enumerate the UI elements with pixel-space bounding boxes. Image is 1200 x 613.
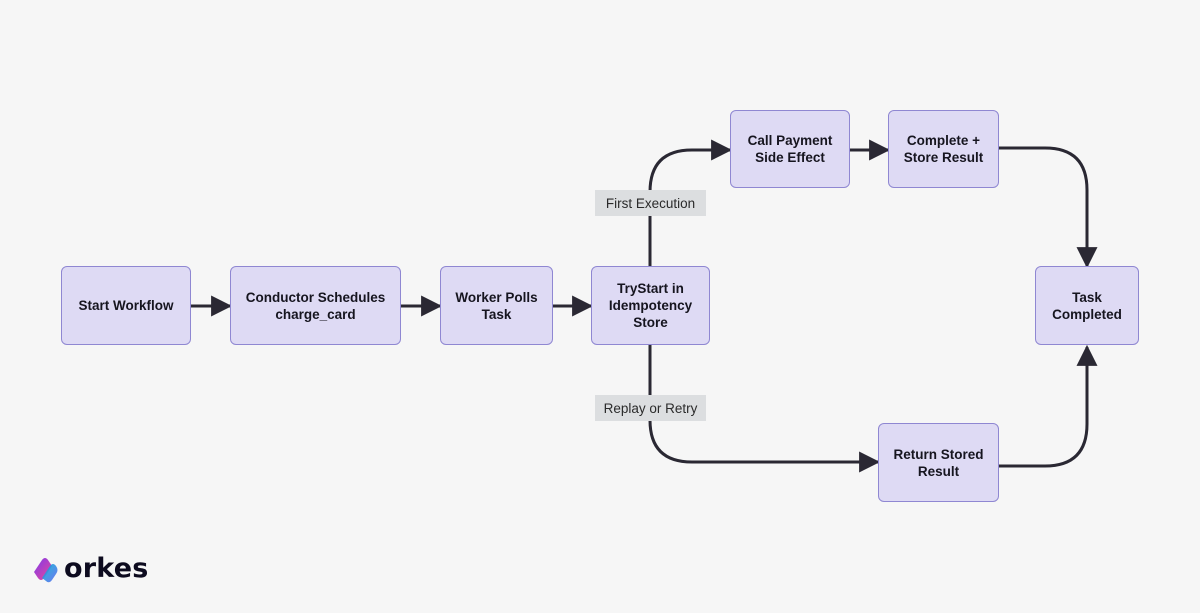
node-return-stored: Return Stored Result (878, 423, 999, 502)
node-label: Return Stored Result (893, 446, 984, 479)
node-label: Complete + Store Result (903, 133, 984, 165)
node-label: Call Payment Side Effect (747, 133, 833, 165)
node-start-workflow: Start Workflow (61, 266, 191, 345)
node-label: Start Workflow (78, 298, 174, 313)
orkes-logo-text: orkes (64, 553, 149, 584)
node-call-payment: Call Payment Side Effect (730, 110, 850, 188)
node-label: Task Completed (1052, 289, 1122, 322)
orkes-logo: orkes (30, 553, 148, 584)
node-label: TryStart in Idempotency Store (608, 281, 693, 330)
node-task-completed: Task Completed (1035, 266, 1139, 345)
node-trystart: TryStart in Idempotency Store (591, 266, 710, 345)
edge-label-replay-or-retry: Replay or Retry (595, 395, 706, 421)
edge-label-first-execution: First Execution (595, 190, 706, 216)
node-label: Worker Polls Task (455, 289, 538, 322)
edge-return-to-done (999, 344, 1098, 468)
edge-trystart-to-return (648, 345, 881, 473)
edge-complete-to-done (999, 146, 1098, 269)
node-complete-store: Complete + Store Result (888, 110, 999, 188)
node-conductor-schedules: Conductor Schedules charge_card (230, 266, 401, 345)
orkes-logo-icon (34, 557, 58, 582)
node-worker-polls: Worker Polls Task (440, 266, 553, 345)
node-label: Conductor Schedules charge_card (245, 289, 386, 322)
